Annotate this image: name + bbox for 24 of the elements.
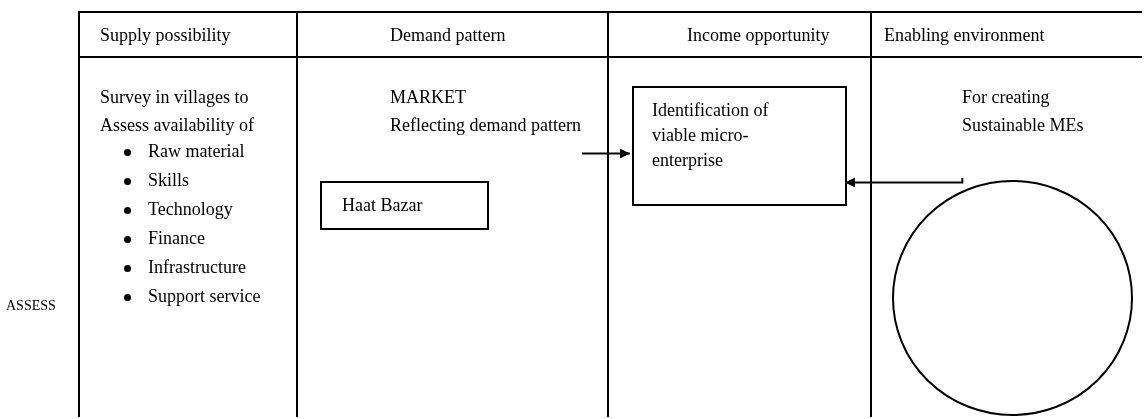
arrow	[844, 177, 964, 188]
body-text: For creating Sustainable MEs	[962, 86, 1085, 137]
arrow	[581, 148, 631, 159]
side-label: ASSESS	[6, 297, 56, 315]
column-header: Demand pattern	[390, 25, 506, 46]
bullet-item: Infrastructure	[122, 253, 261, 282]
table-column-frame	[296, 11, 607, 417]
table-column-frame	[78, 11, 296, 417]
bullet-item: Raw material	[122, 137, 261, 166]
bullet-item: Technology	[122, 195, 261, 224]
bullet-item: Support service	[122, 282, 261, 311]
process-box: Haat Bazar	[320, 181, 489, 230]
body-text: MARKET	[390, 86, 467, 109]
column-header: Supply possibility	[100, 25, 231, 46]
column-header: Enabling environment	[884, 25, 1045, 46]
body-text: Reflecting demand pattern	[390, 114, 582, 137]
process-box: Identification of viable micro-enterprise	[632, 86, 847, 206]
bullet-item: Skills	[122, 166, 261, 195]
table-column-frame	[607, 11, 870, 417]
bullet-item: Finance	[122, 224, 261, 253]
column-header: Income opportunity	[687, 25, 830, 46]
body-text: Survey in villages to Assess availability of	[100, 86, 255, 137]
ellipse-shape	[892, 180, 1133, 416]
table-column-frame	[870, 11, 1142, 417]
